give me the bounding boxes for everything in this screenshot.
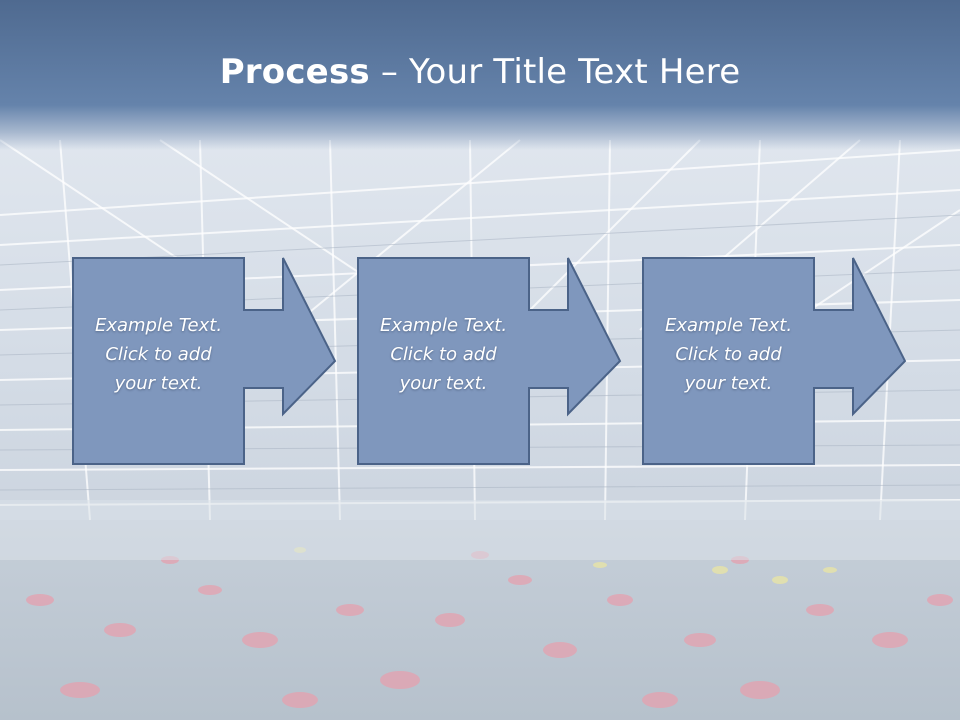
slide-title-bold: Process — [219, 52, 370, 92]
process-step-text: Example Text. Click to add your text. — [379, 315, 508, 394]
process-arrow-shape — [642, 257, 907, 465]
title-band — [0, 0, 960, 150]
process-arrow-shape — [357, 257, 622, 465]
process-step-2[interactable]: Example Text. Click to add your text. — [357, 257, 622, 465]
process-step-3[interactable]: Example Text. Click to add your text. — [642, 257, 907, 465]
process-arrow-shape — [72, 257, 337, 465]
slide-title-rest: – Your Title Text Here — [369, 52, 741, 92]
process-step-1[interactable]: Example Text. Click to add your text. — [72, 257, 337, 465]
process-step-text: Example Text. Click to add your text. — [664, 315, 793, 394]
slide-title[interactable]: Process – Your Title Text Here — [0, 52, 960, 92]
process-step-text: Example Text. Click to add your text. — [94, 315, 223, 394]
